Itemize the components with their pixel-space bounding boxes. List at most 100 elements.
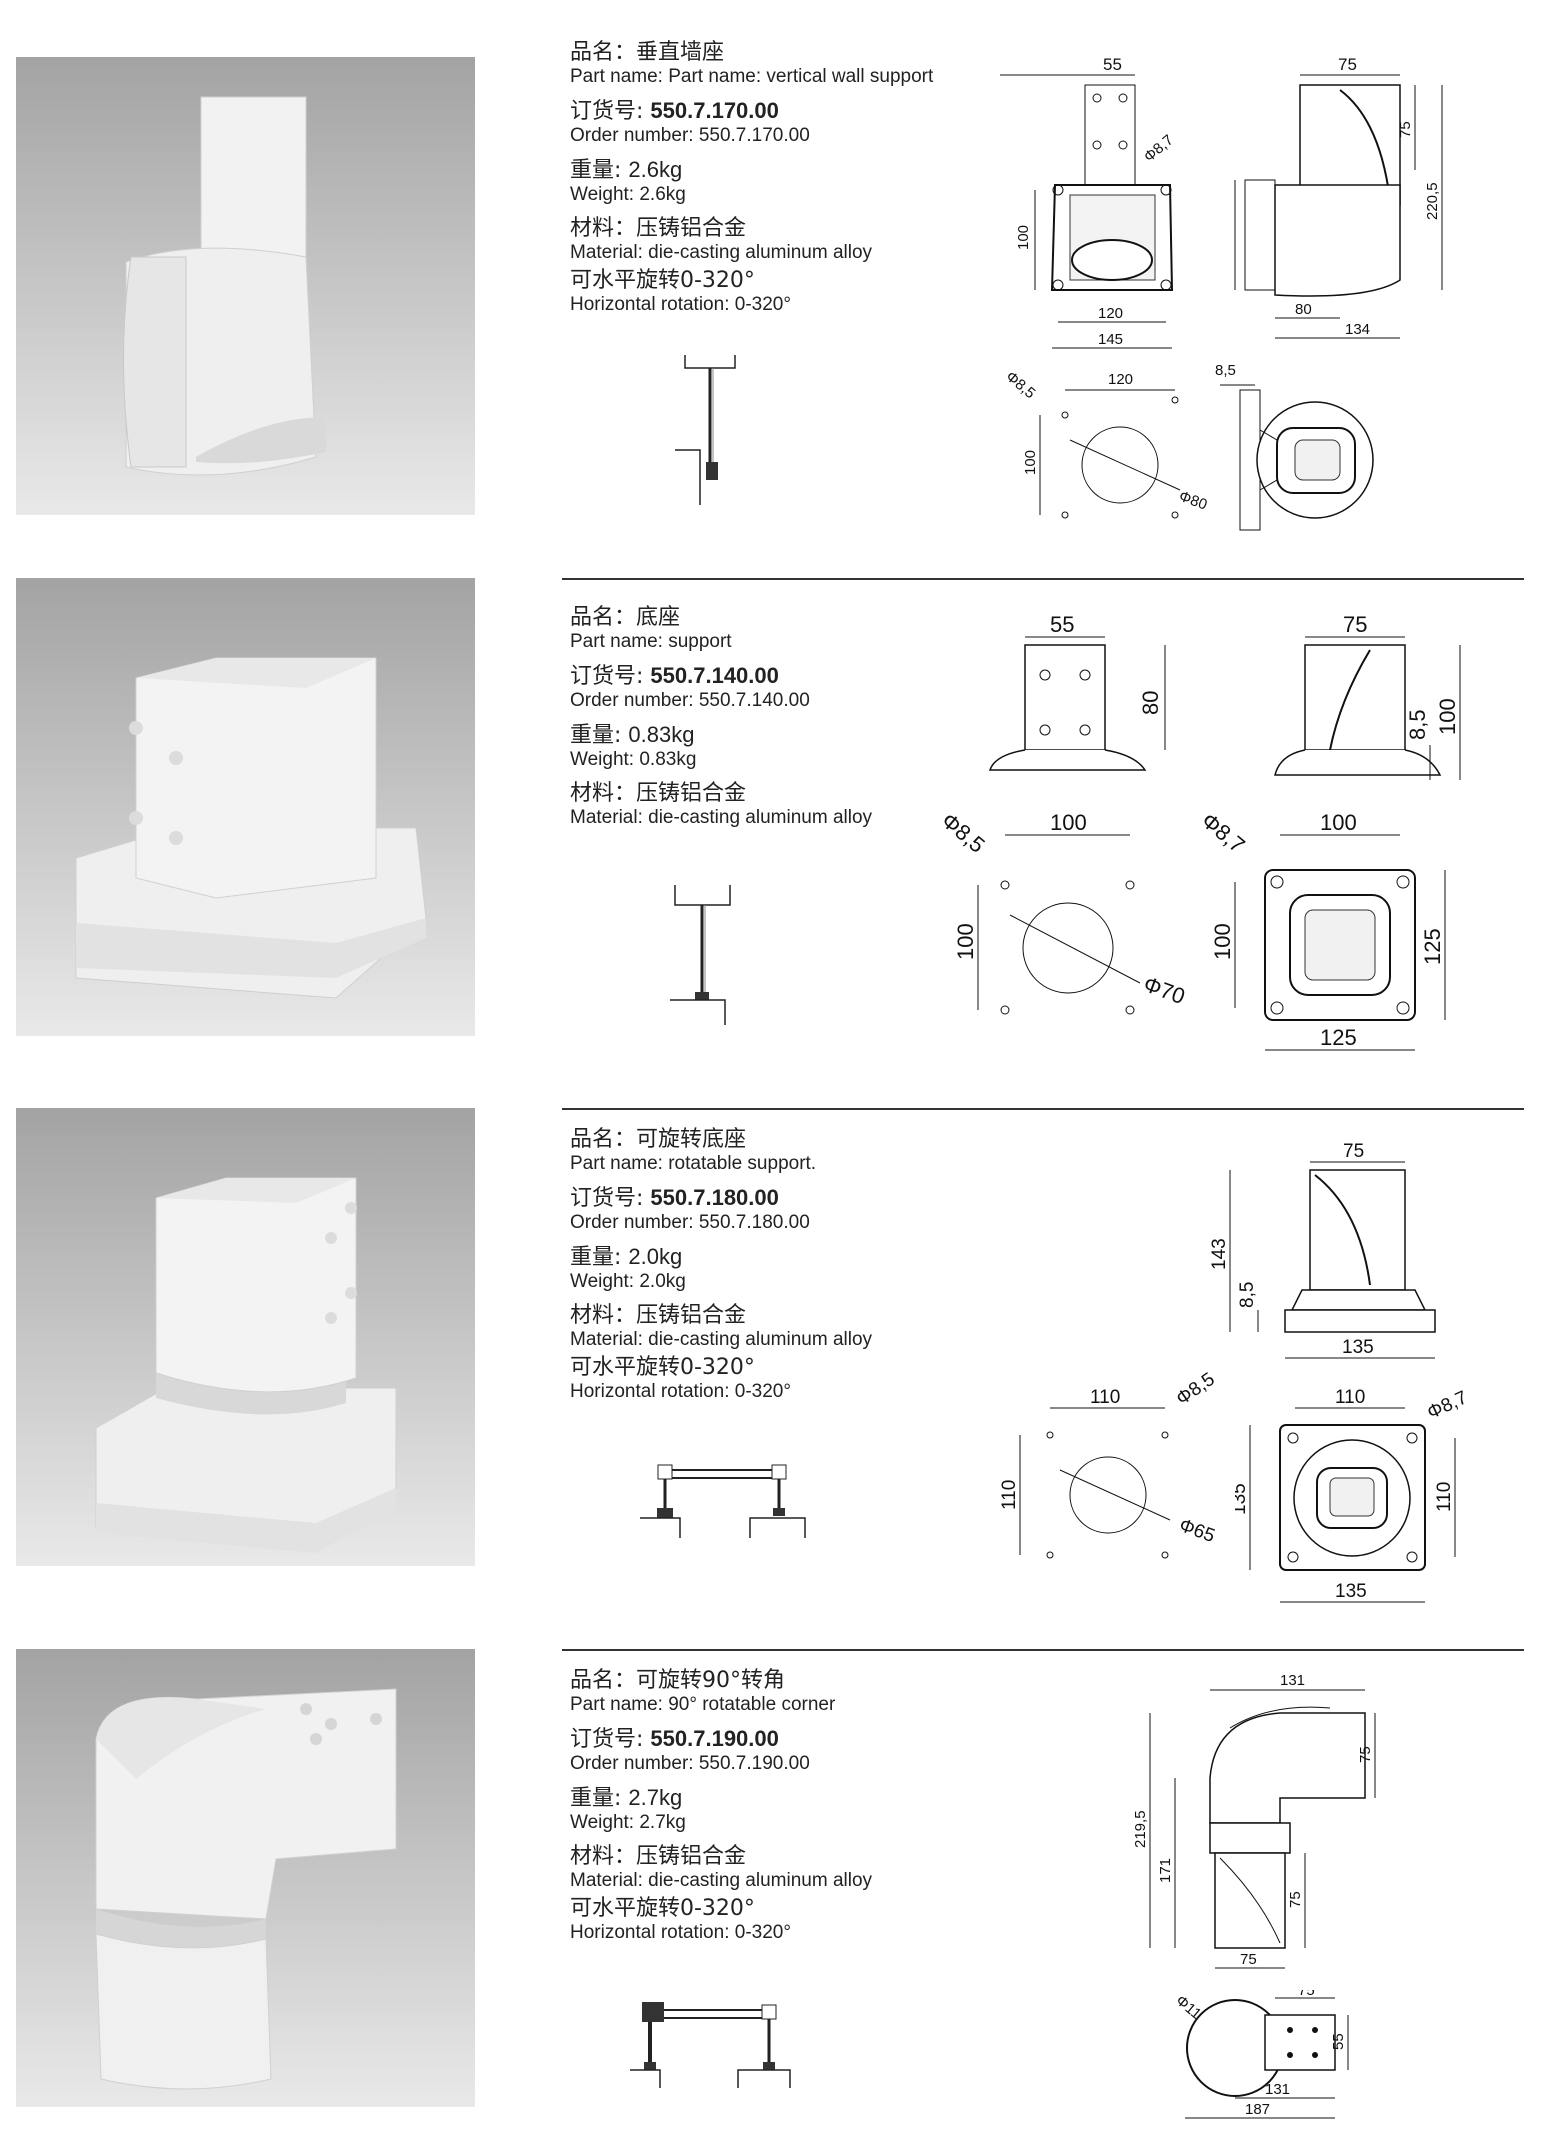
dim-holes-dia: Φ8,5 [1173,1370,1219,1410]
product-photo-support [16,578,475,1036]
dim-side-width: 135 [1342,1337,1374,1358]
dim-side-width: 134 [1345,321,1370,338]
product-info-4: 品名：可旋转90°转角 Part name: 90° rotatable cor… [570,1668,990,1944]
dim-front-top: 55 [1103,55,1122,74]
dim-plan-width: 135 [1335,1581,1367,1602]
section-divider-2 [562,1108,1524,1110]
product-photo-vertical-wall-support [16,57,475,515]
part-name-cn: 品名：垂直墙座 [570,40,725,65]
dim-front-hole: Φ8,7 [1141,132,1177,166]
weight-label-cn: 重量: [570,723,622,748]
rotation-en: Horizontal rotation: 0-320° [570,1922,791,1943]
order-number: 550.7.140.00 [650,663,779,688]
dim-side-base: 8,5 [1237,1282,1258,1308]
drawing-front-view-1: 55 Φ8,7 100 120 145 [1000,50,1200,360]
install-diagram-3 [640,1450,810,1540]
material-en: Material: die-casting aluminum alloy [570,242,873,263]
dim-plan-holes-x: 100 [1320,810,1357,835]
part-name-en: Part name: 90° rotatable corner [570,1694,836,1715]
dim-total-height: 219,5 [1132,1810,1149,1848]
part-name-en: Part name: support [570,631,732,652]
dim-circle-dia: Φ80 [1177,488,1210,514]
dim-holes-dia: Φ8,5 [940,808,990,858]
drawing-plan-view-2: Φ8,7 100 100 125 125 [1195,805,1485,1075]
rotation-cn: 可水平旋转0-320° [570,1355,755,1380]
dim-side-total: 100 [1435,698,1460,735]
dim-side-top: 75 [1338,55,1357,74]
dim-lower-height: 171 [1157,1858,1174,1883]
weight-value: 0.83kg [628,722,695,747]
dim-plan-arm: 75 [1298,1990,1315,1999]
drawing-plan-view-4: Φ112 75 55 131 187 [1170,1990,1420,2125]
dim-holes-y: 100 [953,923,978,960]
weight-en: Weight: 2.6kg [570,184,686,205]
drawing-side-view-3: 75 143 8,5 135 [1210,1130,1450,1370]
dim-side-base: 8,5 [1405,709,1430,740]
weight-en: Weight: 2.0kg [570,1271,686,1292]
weight-label-cn: 重量: [570,1245,622,1270]
material-cn: 材料：压铸铝合金 [570,1303,747,1328]
install-diagram-4 [630,1990,800,2090]
order-number-en: Order number: 550.7.170.00 [570,125,810,146]
weight-value: 2.0kg [628,1244,683,1269]
dim-plan-total: 187 [1245,2101,1270,2118]
order-number-en: Order number: 550.7.140.00 [570,690,810,711]
section-divider-3 [562,1649,1524,1651]
order-label-cn: 订货号: [570,1727,644,1752]
dim-holes-y: 110 [999,1480,1020,1510]
material-cn: 材料：压铸铝合金 [570,1844,747,1869]
order-number: 550.7.170.00 [650,98,779,123]
dim-holes-dia: Φ8,5 [1002,368,1038,402]
material-en: Material: die-casting aluminum alloy [570,1870,873,1891]
part-name-en: Part name: rotatable support. [570,1153,817,1174]
weight-en: Weight: 0.83kg [570,749,697,770]
order-label-cn: 订货号: [570,99,644,124]
drawing-front-view-2: 55 80 [975,605,1175,785]
drawing-hole-pattern-1: Φ8,5 120 100 Φ80 [1000,360,1220,540]
dim-lower-tube: 75 [1287,1891,1304,1908]
material-cn: 材料：压铸铝合金 [570,216,747,241]
material-cn: 材料：压铸铝合金 [570,781,747,806]
dim-holes-x: 100 [1050,810,1087,835]
material-en: Material: die-casting aluminum alloy [570,1329,873,1350]
weight-value: 2.6kg [628,157,683,182]
order-number: 550.7.180.00 [650,1185,779,1210]
dim-bottom-plate: 8,5 [1215,362,1236,379]
dim-front-height: 80 [1138,691,1163,715]
part-name-cn: 品名：可旋转底座 [570,1127,747,1152]
dim-holes-x: 110 [1090,1387,1120,1408]
drawing-hole-pattern-2: Φ8,5 100 100 Φ70 [940,805,1190,1025]
dim-side-top: 75 [1343,1141,1364,1162]
rotation-en: Horizontal rotation: 0-320° [570,1381,791,1402]
product-info-1: 品名：垂直墙座 Part name: Part name: vertical w… [570,40,990,316]
dim-plan-arm-w: 55 [1330,2033,1347,2050]
drawing-side-view-1: 75 75 220,5 125 80 134 [1230,50,1450,360]
dim-front-top: 55 [1050,612,1074,637]
drawing-plan-view-3: 110 Φ8,7 135 110 135 [1235,1370,1525,1630]
dim-side-inner: 80 [1295,301,1312,318]
dim-holes-x: 120 [1108,371,1133,388]
product-info-2: 品名：底座 Part name: support 订货号: 550.7.140.… [570,605,990,829]
rotation-cn: 可水平旋转0-320° [570,1896,755,1921]
product-photo-rotatable-corner [16,1649,475,2107]
product-photo-rotatable-support [16,1108,475,1566]
dim-plan-height: 125 [1420,928,1445,965]
weight-en: Weight: 2.7kg [570,1812,686,1833]
drawing-side-view-4: 131 75 219,5 171 75 75 [1130,1668,1390,1988]
dim-plan-inner: 131 [1265,2081,1290,2098]
dim-plan-hole: Φ8,7 [1197,808,1250,858]
dim-side-total: 220,5 [1424,182,1441,220]
install-diagram-2 [665,880,745,1030]
dim-plan-width: 125 [1320,1025,1357,1050]
rotation-en: Horizontal rotation: 0-320° [570,294,791,315]
order-number-en: Order number: 550.7.190.00 [570,1753,810,1774]
weight-value: 2.7kg [628,1785,683,1810]
order-label-cn: 订货号: [570,664,644,689]
part-name-cn: 品名：底座 [570,605,681,630]
dim-bottom-width: 75 [1240,1951,1257,1968]
weight-label-cn: 重量: [570,158,622,183]
rotation-cn: 可水平旋转0-320° [570,268,755,293]
order-number-en: Order number: 550.7.180.00 [570,1212,810,1233]
order-number: 550.7.190.00 [650,1726,779,1751]
dim-side-total: 143 [1210,1238,1230,1270]
